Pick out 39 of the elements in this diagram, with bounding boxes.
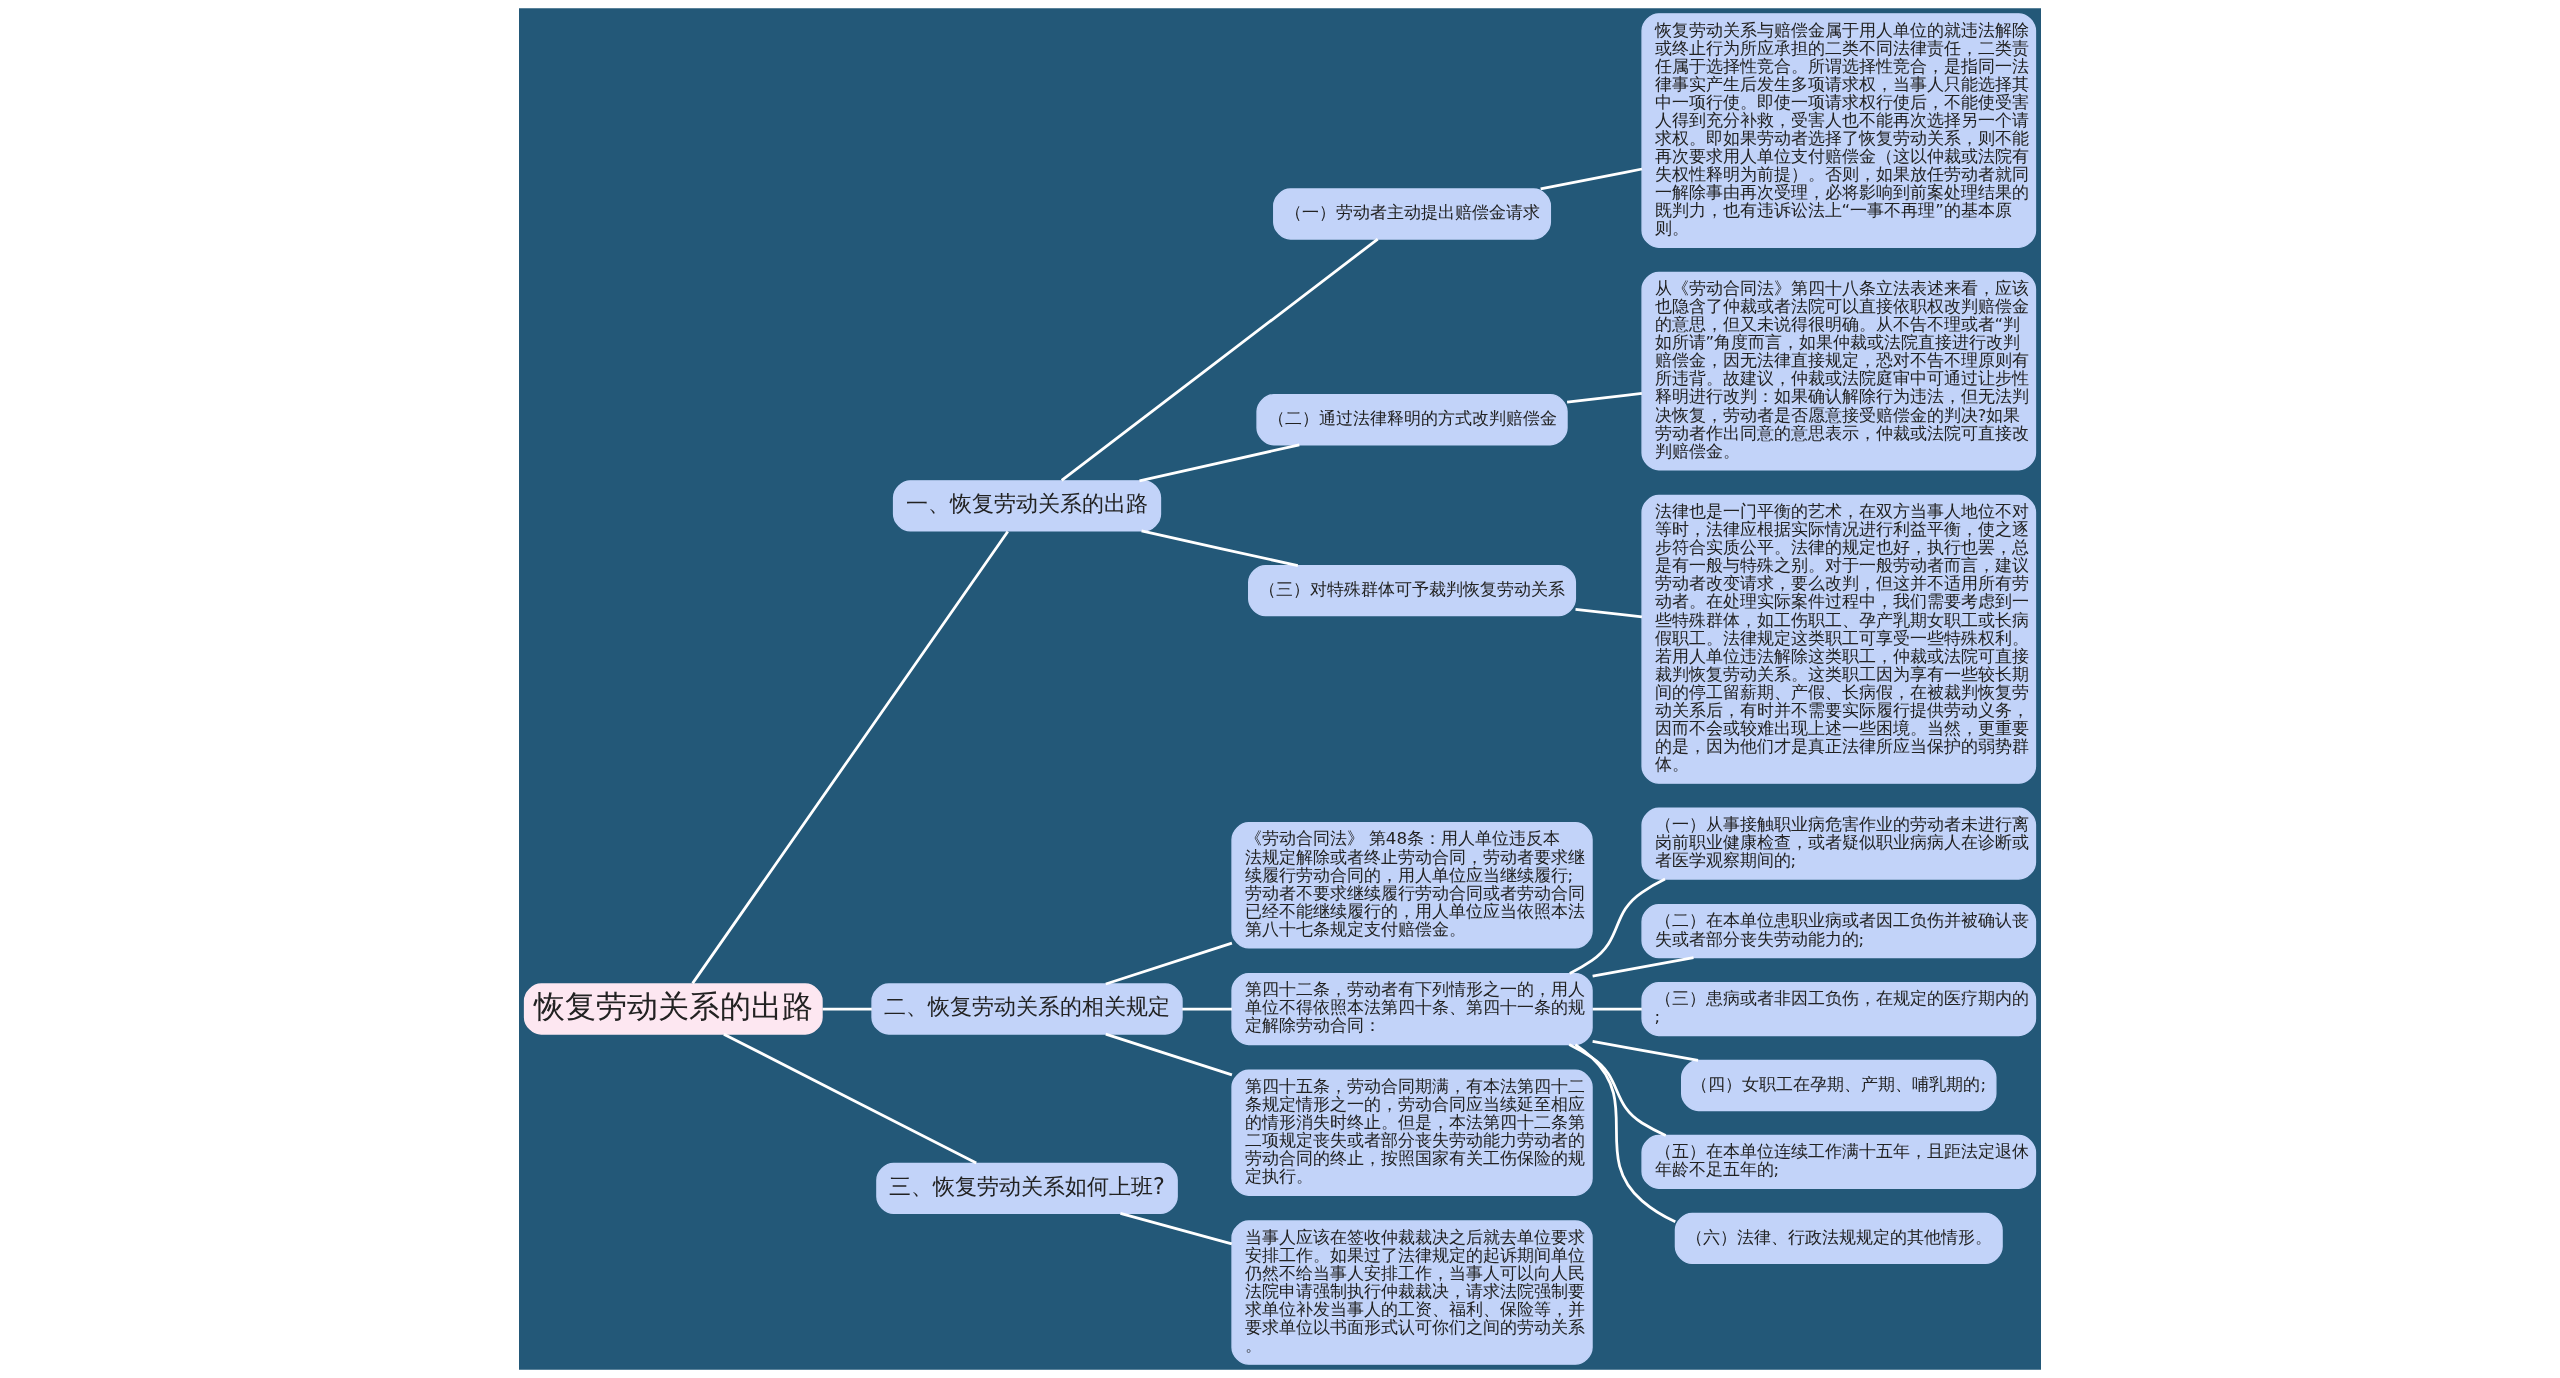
connector (1592, 956, 1694, 978)
node-box: （三）患病或者非因工负伤，在规定的医疗期内的; (1641, 981, 2037, 1037)
connector (1575, 607, 1643, 619)
connector (691, 530, 1009, 985)
connector (1060, 238, 1379, 482)
connector (1105, 1032, 1233, 1077)
connector (1120, 1212, 1233, 1246)
connector (1540, 167, 1643, 191)
node-box: 第四十五条，劳动合同期满，有本法第四十二条规定情形之一的，劳动合同应当续延至相应的情形消失时终止。但是，本法第四十二条第二项规定丧失或者部分丧失劳动能力劳动者的劳动合同的终止，按照国家有关工伤保险的规定执行。 (1231, 1069, 1593, 1196)
node-box: （四）女职工在孕期、产期、哺乳期的; (1681, 1059, 1997, 1112)
node-box: 二、恢复劳动关系的相关规定 (871, 983, 1183, 1035)
node-box: （六）法律、行政法规规定的其他情形。 (1674, 1212, 2003, 1265)
connector (1592, 1040, 1699, 1062)
node-box: 恢复劳动关系与赔偿金属于用人单位的就违法解除或终止行为所应承担的二类不同法律责任，二类责任属于选择性竞合。所谓选择性竞合，是指同一法律事实产生后发生多项请求权，当事人只能选择其中一项行使。即使一项请求权行使后，不能使受害人得到充分补救，受害人也不能再次选择另一个请求权。即如果劳动者选择了恢复劳动关系，则不能再次要求用人单位支付赔偿金（这以仲裁或法院有失权性释明为前提）。否则，如果放任劳动者就同一解除事由再次受理，必将影响到前案处理结果的既判力，也有违诉讼法上“一事不再理”的基本原则。 (1641, 13, 2037, 249)
node-box: 三、恢复劳动关系如何上班? (876, 1162, 1178, 1215)
node-box: 从《劳动合同法》第四十八条立法表述来看，应该也隐含了仲裁或者法院可以直接依职权改判赔偿金的意思，但又未说得很明确。从不告不理或者“判如所请”角度而言，如果仲裁或法院直接进行改判赔偿金，因无法律直接规定，恐对不告不理原则有所违背。故建议，仲裁或法院庭审中可通过让步性释明进行改判：如果确认解除行为违法，但无法判决恢复，劳动者是否愿意接受赔偿金的判决?如果劳动者作出同意的意思表示，仲裁或法院可直接改判赔偿金。 (1641, 271, 2037, 471)
node-box: （三）对特殊群体可予裁判恢复劳动关系 (1248, 564, 1577, 617)
node-box: 《劳动合同法》 第48条：用人单位违反本法规定解除或者终止劳动合同，劳动者要求继续履行劳动合同的，用人单位应当继续履行;劳动者不要求继续履行劳动合同或者劳动合同已经不能继续履行的，用人单位应当依照本法第八十七条规定支付赔偿金。 (1231, 822, 1593, 949)
connector (1139, 443, 1300, 483)
connector (1141, 529, 1299, 567)
connector (1592, 1007, 1642, 1011)
node-box: （一）劳动者主动提出赔偿金请求 (1273, 188, 1552, 240)
node-box: 一、恢复劳动关系的出路 (892, 480, 1162, 532)
node-box: 恢复劳动关系的出路 (523, 983, 823, 1035)
connector (1569, 877, 1666, 975)
node-box: （五）在本单位连续工作满十五年，且距法定退休年龄不足五年的; (1641, 1134, 2037, 1190)
node-box: 第四十二条，劳动者有下列情形之一的，用人单位不得依照本法第四十条、第四十一条的规定解除劳动合同： (1231, 972, 1593, 1046)
connector (1182, 1007, 1233, 1011)
node-box: （二）通过法律释明的方式改判赔偿金 (1256, 394, 1568, 446)
node-box: （一）从事接触职业病危害作业的劳动者未进行离岗前职业健康检查，或者疑似职业病病人在诊断或者医学观察期间的; (1641, 807, 2037, 880)
node-box: 当事人应该在签收仲裁裁决之后就去单位要求安排工作。如果过了法律规定的起诉期间单位仍然不给当事人安排工作，当事人可以向人民法院申请强制执行仲裁裁决，请求法院强制要求单位补发当事人的工资、福利、保险等，并要求单位以书面形式认可你们之间的劳动关系。 (1231, 1220, 1593, 1365)
connector (1568, 1043, 1667, 1137)
connector (1566, 392, 1642, 404)
node-box: 法律也是一门平衡的艺术，在双方当事人地位不对等时，法律应根据实际情况进行利益平衡，使之逐步符合实质公平。法律的规定也好，执行也罢，总是有一般与特殊之别。对于一般劳动者而言，建议劳动者改变请求，要么改判，但这并不适用所有劳动者。在处理实际案件过程中，我们需要考虑到一些特殊群体，如工伤职工、孕产乳期女职工或长病假职工。法律规定这类职工可享受一些特殊权利。若用人单位违法解除这类职工，仲裁或法院可直接裁判恢复劳动关系。这类职工因为享有一些较长期间的停工留薪期、产假、长病假，在被裁判恢复劳动关系后，有时并不需要实际履行提供劳动义务，因而不会或较难出现上述一些困境。当然，更重要的是，因为他们才是真正法律所应当保护的弱势群体。 (1641, 494, 2037, 784)
connector (1574, 1043, 1676, 1223)
connector (1105, 941, 1233, 986)
connector (822, 1007, 872, 1011)
node-box: （二）在本单位患职业病或者因工负伤并被确认丧失或者部分丧失劳动能力的; (1641, 904, 2037, 959)
connector (723, 1032, 977, 1165)
